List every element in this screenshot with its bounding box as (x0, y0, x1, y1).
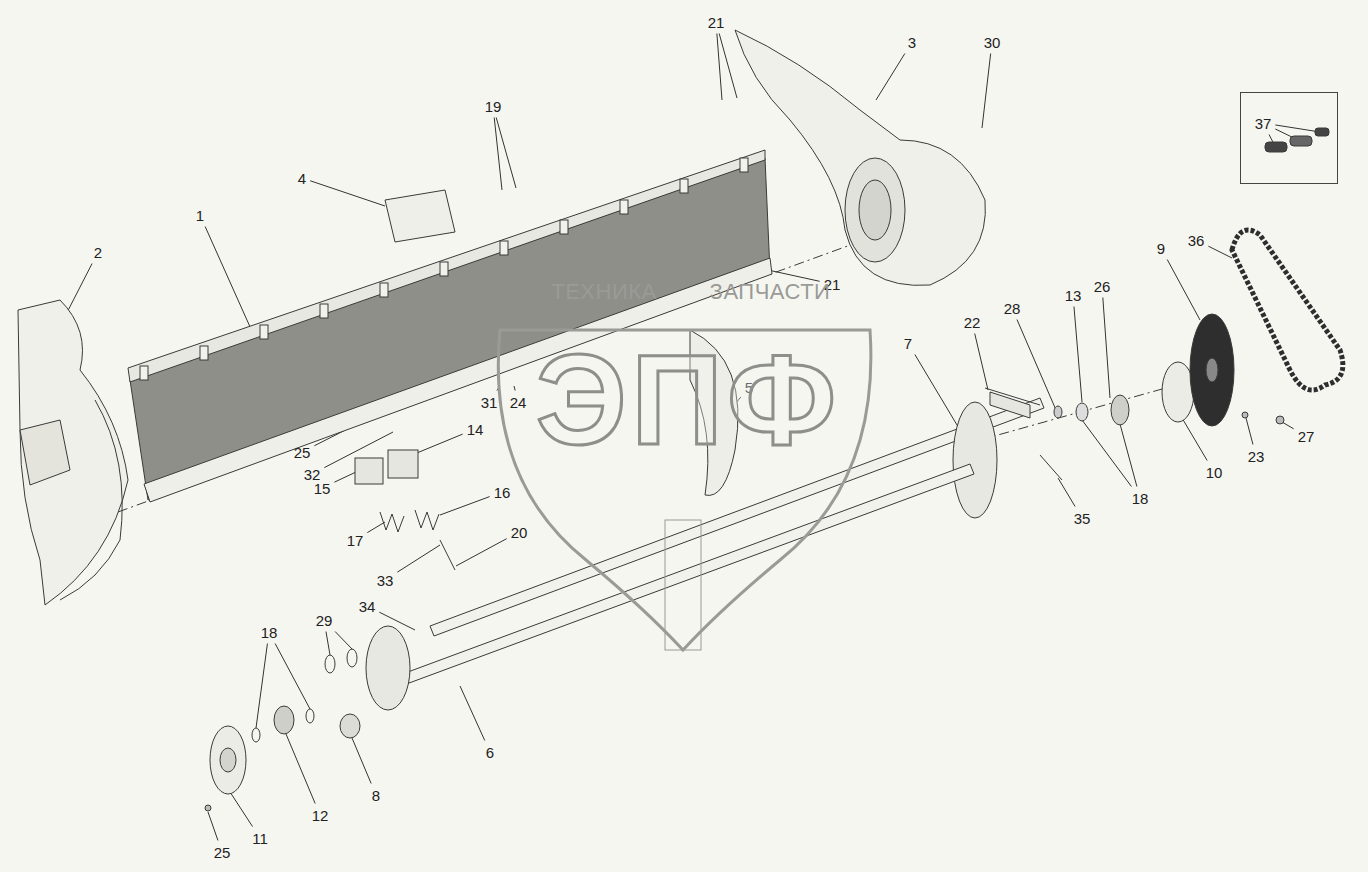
callout-number: 15 (313, 480, 332, 497)
callout-number: 8 (371, 787, 381, 804)
leader-line (494, 118, 502, 191)
watermark-text: ЗАПЧАСТИ (709, 280, 832, 304)
leader-line (876, 54, 905, 101)
callout-number: 4 (297, 170, 307, 187)
callout-number: 28 (1003, 300, 1022, 317)
callout-number: 36 (1187, 232, 1206, 249)
leader-line (397, 545, 440, 572)
leader-line (367, 522, 385, 533)
leader-line (915, 355, 960, 431)
leader-line (256, 644, 267, 729)
callout-number: 14 (466, 421, 485, 438)
leader-line (352, 738, 371, 784)
callout-number: 6 (485, 744, 495, 761)
callout-number: 19 (484, 98, 503, 115)
callout-number: 31 (480, 394, 499, 411)
leader-line (717, 34, 722, 101)
callout-number: 29 (315, 612, 334, 629)
leader-line (1103, 298, 1110, 399)
callout-number: 13 (1064, 287, 1083, 304)
leader-line (1167, 260, 1200, 321)
leader-line (1246, 418, 1253, 445)
callout-number: 33 (376, 572, 395, 589)
leader-line (1074, 307, 1082, 403)
callout-number: 10 (1205, 464, 1224, 481)
callout-number: 1 (195, 207, 205, 224)
callout-number: 7 (903, 335, 913, 352)
callout-number: 25 (293, 444, 312, 461)
callout-number: 23 (1247, 448, 1266, 465)
leader-line (205, 227, 255, 339)
leader-line (334, 472, 356, 482)
leader-line (440, 497, 490, 515)
leader-line (1017, 320, 1056, 411)
callout-number: 35 (1073, 510, 1092, 527)
leader-line (975, 334, 988, 391)
leader-line (456, 539, 507, 566)
callout-number: 27 (1297, 428, 1316, 445)
callout-number: 26 (1093, 278, 1112, 295)
callout-number: 25 (213, 844, 232, 861)
inset-box: 37 (1240, 92, 1338, 184)
leader-line (335, 632, 352, 650)
leader-line (275, 644, 310, 710)
callout-number: 30 (983, 34, 1002, 51)
leader-line (208, 812, 218, 841)
callout-number: 18 (1131, 490, 1150, 507)
leader-line (310, 181, 385, 206)
leader-line (412, 434, 463, 455)
leader-line (286, 734, 315, 804)
leader-line (1120, 424, 1137, 487)
leader-line (460, 686, 485, 741)
callout-number: 20 (510, 524, 529, 541)
leader-line (1275, 125, 1320, 132)
callout-number: 22 (963, 314, 982, 331)
callout-number: 16 (493, 484, 512, 501)
callout-number: 37 (1254, 115, 1273, 132)
watermark-text: ТЕХНИКА (550, 280, 657, 304)
callout-number: 2 (93, 244, 103, 261)
callout-number: 18 (260, 624, 279, 641)
leader-line (230, 792, 253, 827)
callout-number: 21 (707, 14, 726, 31)
callout-number: 9 (1156, 240, 1166, 257)
callout-number: 17 (346, 532, 365, 549)
callout-number: 11 (251, 830, 269, 847)
leader-line (1182, 418, 1207, 461)
leader-line (1082, 420, 1131, 487)
leader-line (1208, 246, 1232, 258)
watermark-logo: ЭПФ (535, 335, 841, 465)
leader-line (496, 118, 516, 189)
callout-number: 24 (509, 394, 528, 411)
leader-line (719, 34, 737, 99)
leader-line (326, 632, 330, 656)
callout-number: 34 (358, 598, 377, 615)
leader-line (982, 54, 991, 129)
leader-line (514, 386, 515, 391)
leader-line (1058, 478, 1075, 507)
callout-number: 3 (907, 34, 917, 51)
callout-number: 12 (311, 807, 330, 824)
leader-line (1282, 422, 1294, 429)
